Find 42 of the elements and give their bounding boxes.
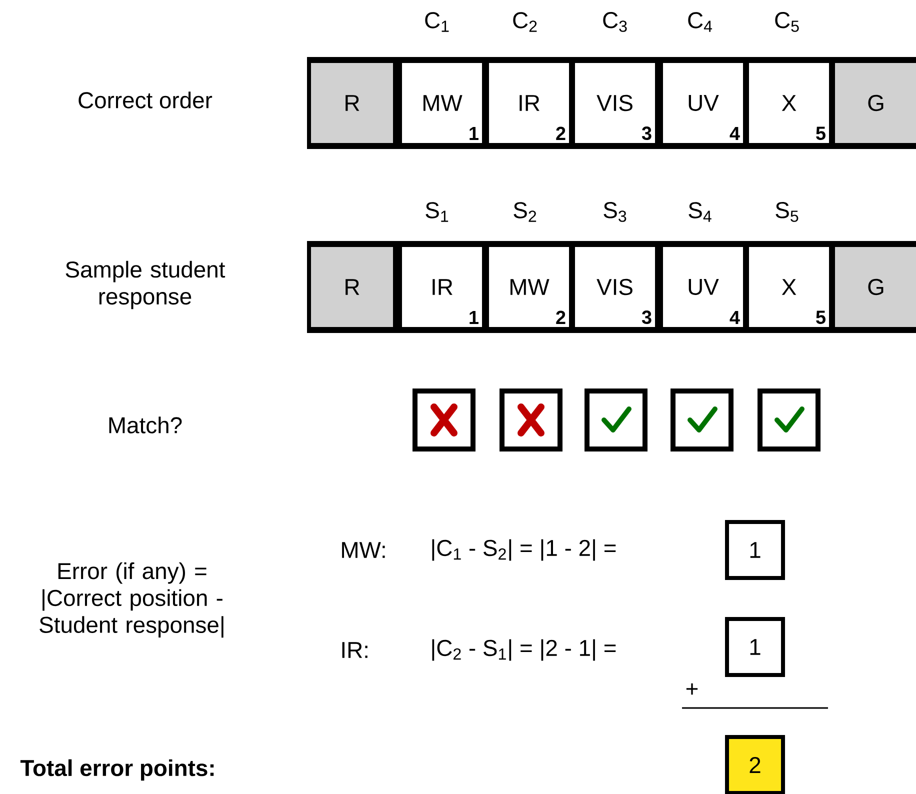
total-label: Total error points: <box>20 759 214 781</box>
label-text: S$_{1}$ <box>426 202 448 222</box>
check-mark-box <box>584 388 648 452</box>
spectrum-cell: VIS 3 <box>575 63 655 143</box>
label-text: Correct order <box>78 92 212 108</box>
spectrum-cell: X 5 <box>749 63 829 143</box>
label-text: + <box>686 683 698 695</box>
label-text: C$_{1}$ <box>425 12 449 32</box>
label-text: Sample student response <box>66 260 226 310</box>
label-text: S$_{3}$ <box>604 202 626 222</box>
total-box: 2 <box>725 735 785 794</box>
label-text: S$_{2}$ <box>514 202 536 222</box>
label-text: Error (if any) = |Correct position - Student response| <box>40 562 224 638</box>
end-cell: G <box>835 247 916 327</box>
label-text: C$_{3}$ <box>603 12 627 32</box>
spectrum-cell: X 5 <box>749 247 829 327</box>
label-text: C$_{4}$ <box>688 12 712 32</box>
spectrum-cell: VIS 3 <box>575 247 655 327</box>
label-text: C$_{2}$ <box>513 12 537 32</box>
label-text: S$_{5}$ <box>776 202 798 222</box>
result-box: 1 <box>725 520 785 580</box>
spectrum-cell: UV 4 <box>663 63 743 143</box>
label-text: IR: <box>342 642 368 658</box>
spectrum-cell: MW 2 <box>489 247 569 327</box>
spectrum-cell: UV 4 <box>663 247 743 327</box>
end-cell: R <box>311 247 393 327</box>
cross-mark-box <box>412 388 476 452</box>
label-text: S$_{4}$ <box>688 202 712 222</box>
label-text: Match? <box>109 416 182 434</box>
check-mark-box <box>670 388 734 452</box>
end-cell: G <box>835 63 916 143</box>
end-cell: R <box>311 63 393 143</box>
label-text: |C$_{2}$ - S$_{1}$| = |2 - 1| = <box>432 639 616 661</box>
label-text: C$_{5}$ <box>775 12 799 32</box>
result-box: 1 <box>725 617 785 677</box>
label-text: MW: <box>342 542 385 558</box>
spectrum-cell: IR 2 <box>489 63 569 143</box>
check-mark-box <box>758 388 820 452</box>
spectrum-cell: IR 1 <box>402 247 482 327</box>
spectrum-cell: MW 1 <box>402 63 482 143</box>
cross-mark-box <box>500 388 562 452</box>
label-text: |C$_{1}$ - S$_{2}$| = |1 - 2| = <box>432 539 616 561</box>
